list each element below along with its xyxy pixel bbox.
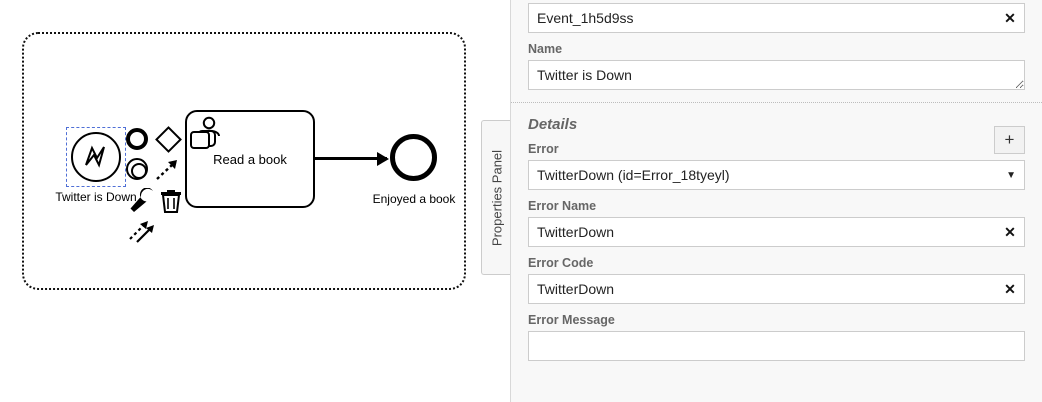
add-error-button[interactable]: + bbox=[994, 126, 1025, 154]
error-name-input[interactable] bbox=[528, 217, 1025, 247]
task-rect-icon[interactable] bbox=[190, 131, 210, 149]
trash-icon[interactable] bbox=[159, 188, 183, 214]
selection-outline bbox=[66, 127, 126, 187]
details-heading: Details bbox=[528, 116, 578, 133]
append-arrows-icon[interactable] bbox=[128, 217, 158, 243]
wrench-icon[interactable] bbox=[128, 188, 156, 214]
name-field-group: Name Twitter is Down bbox=[528, 42, 1025, 90]
clear-error-code-icon[interactable]: ✕ bbox=[996, 275, 1024, 303]
error-code-field-group: Error Code ✕ bbox=[528, 256, 1025, 304]
error-code-label: Error Code bbox=[528, 256, 594, 270]
clear-error-name-icon[interactable]: ✕ bbox=[996, 218, 1024, 246]
intermediate-event-icon[interactable] bbox=[126, 158, 148, 180]
gateway-diamond-icon[interactable] bbox=[155, 126, 182, 153]
user-task-label: Read a book bbox=[213, 152, 287, 167]
end-event-icon[interactable] bbox=[126, 128, 148, 150]
name-label: Name bbox=[528, 42, 563, 56]
error-message-field-group: Error Message bbox=[528, 313, 1025, 361]
chevron-down-icon: ▼ bbox=[1006, 170, 1016, 181]
error-bolt-icon bbox=[85, 145, 105, 168]
end-event[interactable] bbox=[390, 134, 437, 181]
error-start-event[interactable] bbox=[71, 132, 121, 182]
error-field-group: Error + TwitterDown (id=Error_18tyeyl) ▼ bbox=[528, 126, 1025, 190]
error-select-value: TwitterDown (id=Error_18tyeyl) bbox=[537, 167, 730, 183]
context-pad[interactable] bbox=[126, 124, 210, 248]
error-event-label: Twitter is Down bbox=[55, 190, 137, 204]
properties-panel: ✕ Name Twitter is Down Details Error + T… bbox=[510, 0, 1042, 402]
event-ring bbox=[71, 132, 121, 182]
clear-id-icon[interactable]: ✕ bbox=[996, 4, 1024, 32]
user-task[interactable]: Read a book bbox=[185, 110, 315, 208]
error-name-field-group: Error Name ✕ bbox=[528, 199, 1025, 247]
end-event-label: Enjoyed a book bbox=[372, 192, 456, 206]
section-divider bbox=[511, 102, 1042, 103]
connect-arrow-icon[interactable] bbox=[156, 160, 182, 182]
lasso-selection-frame bbox=[22, 32, 466, 290]
element-id-field-group: ✕ bbox=[528, 3, 1025, 33]
name-textarea[interactable]: Twitter is Down bbox=[528, 60, 1025, 90]
bpmn-canvas[interactable]: Twitter is Down Read a book Enjoyed a bo… bbox=[0, 0, 510, 402]
error-message-label: Error Message bbox=[528, 313, 615, 327]
error-label: Error bbox=[528, 142, 559, 156]
sequence-flow[interactable] bbox=[315, 151, 389, 166]
element-id-input[interactable] bbox=[528, 3, 1025, 33]
error-select[interactable]: TwitterDown (id=Error_18tyeyl) ▼ bbox=[528, 160, 1025, 190]
error-message-input[interactable] bbox=[528, 331, 1025, 361]
error-code-input[interactable] bbox=[528, 274, 1025, 304]
properties-panel-tab-label: Properties Panel bbox=[489, 149, 504, 246]
error-name-label: Error Name bbox=[528, 199, 597, 213]
properties-panel-tab[interactable]: Properties Panel bbox=[481, 120, 511, 275]
